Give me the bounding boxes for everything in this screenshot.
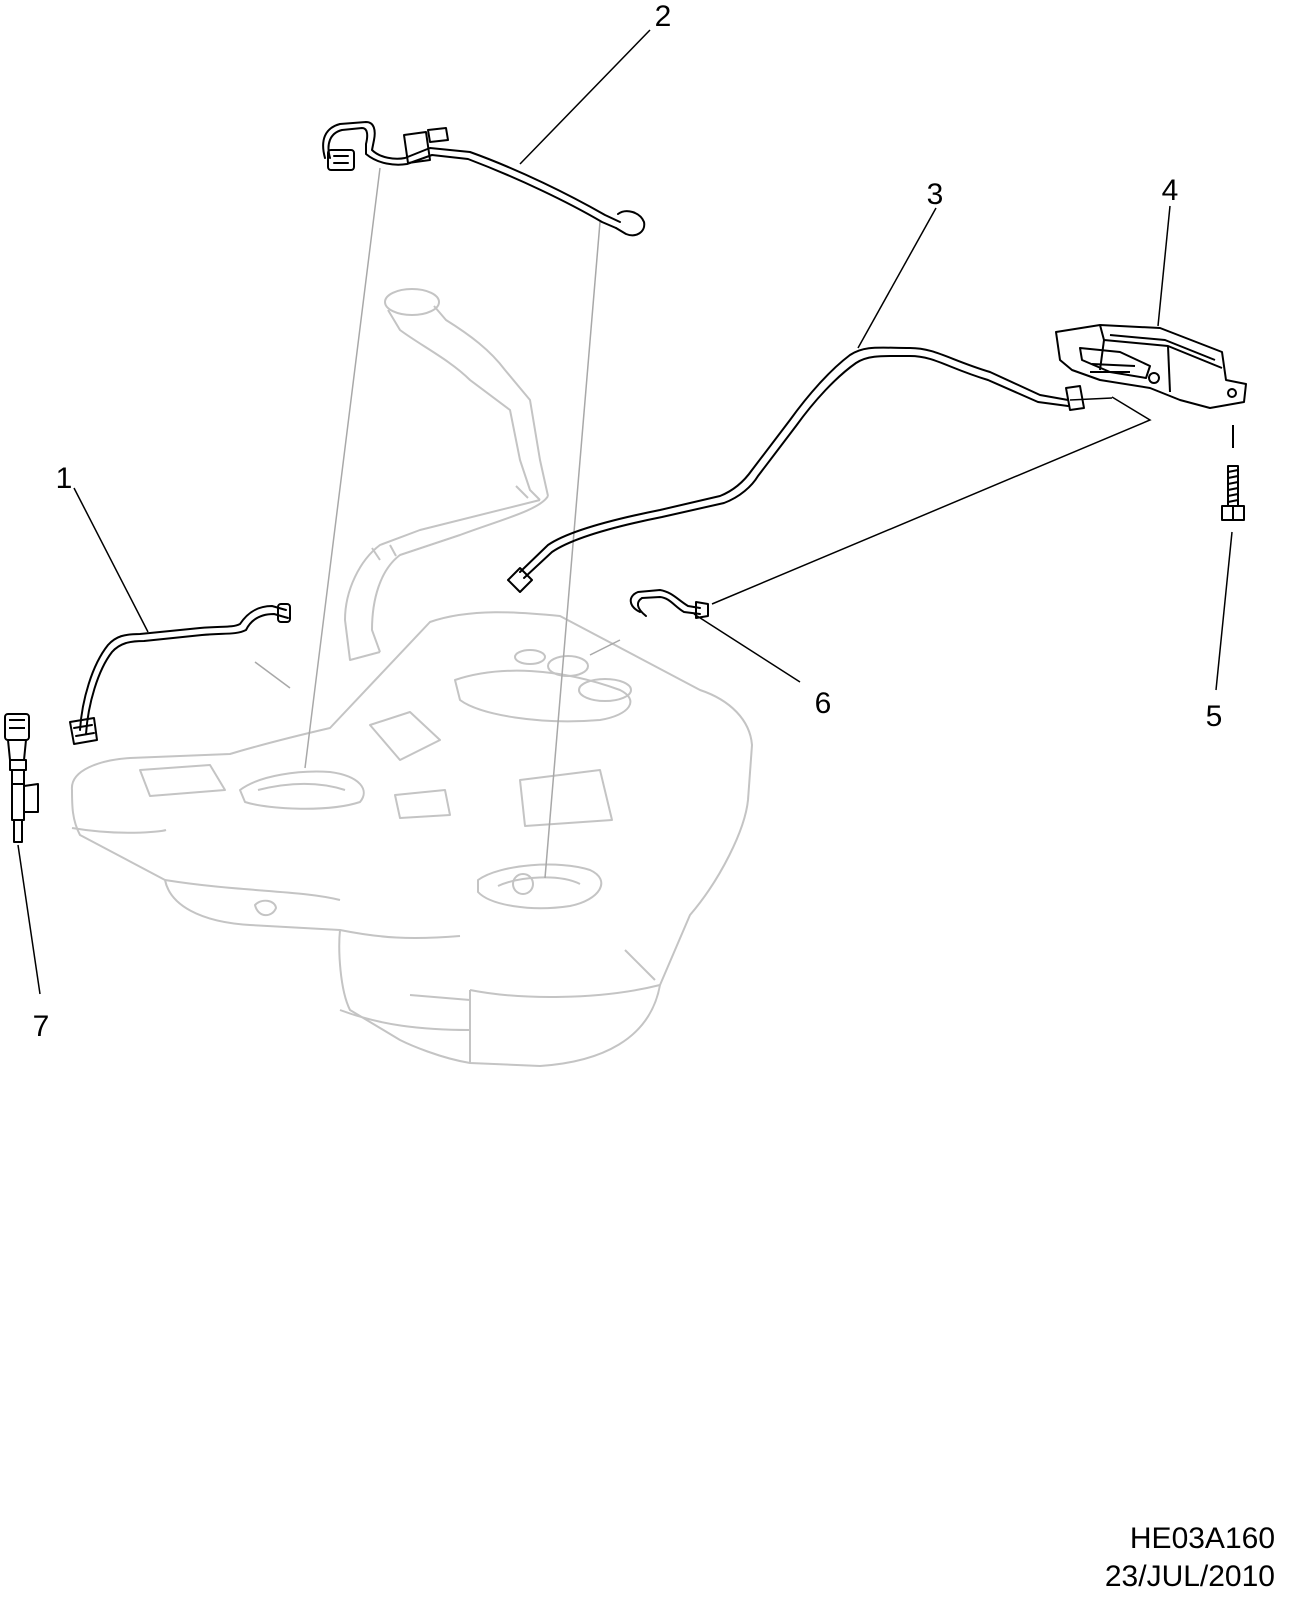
part-5-bolt[interactable] [1221, 425, 1245, 521]
callout-6: 6 [815, 687, 832, 720]
filler-neck-ghost [344, 288, 549, 661]
leader-line3-to-canister [1069, 397, 1113, 401]
leader-7 [17, 844, 41, 995]
callout-2: 2 [655, 0, 672, 33]
drawing-code: HE03A160 [1129, 1522, 1275, 1555]
part-1-vent-hose[interactable] [69, 603, 291, 745]
reference-lines [254, 167, 621, 879]
part-6-small-hose[interactable] [629, 589, 709, 619]
leader-1 [73, 487, 149, 633]
callout-5: 5 [1206, 700, 1223, 733]
leader-lines [17, 29, 1233, 995]
part-4-charcoal-canister[interactable] [1055, 324, 1247, 409]
part-2-wiring-harness[interactable] [322, 121, 646, 237]
callout-4: 4 [1162, 174, 1179, 207]
callout-numbers: 1 2 3 4 5 6 7 [33, 0, 1223, 1043]
leader-canister-to-hose [711, 396, 1152, 605]
leader-5 [1215, 531, 1233, 691]
drawing-date: 23/JUL/2010 [1104, 1560, 1275, 1593]
callout-3: 3 [927, 178, 944, 211]
callout-1: 1 [56, 462, 73, 495]
leader-3 [857, 207, 937, 349]
leader-4 [1157, 205, 1171, 327]
part-7-sensor[interactable] [4, 713, 39, 843]
leader-6 [693, 613, 801, 683]
part-3-vapor-line[interactable] [507, 346, 1085, 593]
fuel-tank-ghost [70, 611, 753, 1067]
callout-7: 7 [33, 1010, 50, 1043]
leader-2 [519, 29, 651, 165]
